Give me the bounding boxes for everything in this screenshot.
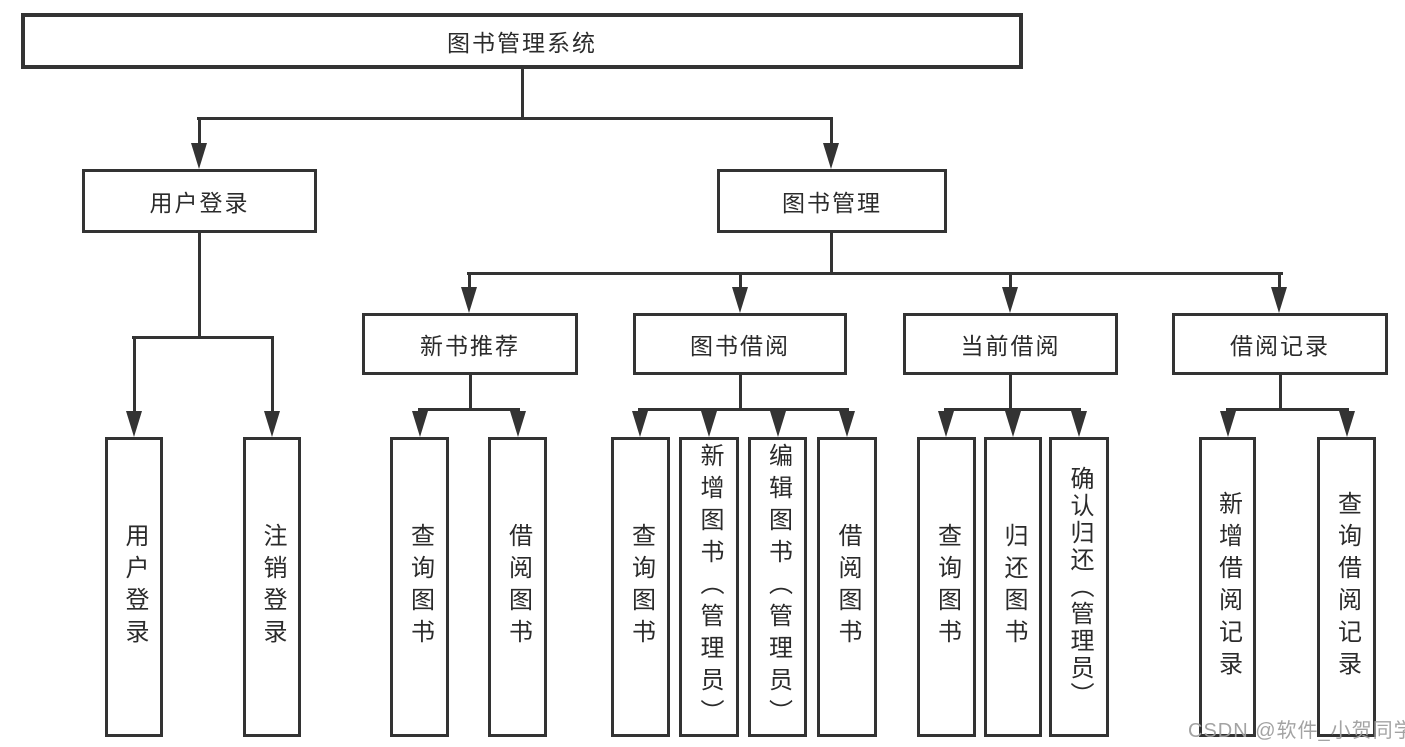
arrowhead-down-icon [1271, 287, 1287, 313]
leaf-query-borrow-record-label: 查询借阅记录 [1333, 491, 1361, 683]
leaf-confirm-return-admin: 确认归还（管理员） [1049, 437, 1109, 737]
connector-line-horizontal [418, 408, 520, 411]
node-library-management-system: 图书管理系统 [21, 13, 1023, 69]
leaf-query-book-current-label: 查询图书 [933, 523, 961, 651]
connector-line-vertical [1278, 272, 1281, 289]
node-user-login-label: 用户登录 [149, 190, 250, 216]
leaf-query-book-current: 查询图书 [917, 437, 976, 737]
node-book-management: 图书管理 [717, 169, 947, 233]
leaf-user-login-label: 用户登录 [121, 523, 148, 651]
leaf-add-borrow-record-label: 新增借阅记录 [1214, 491, 1242, 683]
connector-line-vertical [198, 233, 201, 336]
arrowhead-down-icon [264, 411, 280, 437]
connector-line-vertical [271, 336, 274, 412]
arrowhead-down-icon [1339, 411, 1355, 437]
arrowhead-down-icon [632, 411, 648, 437]
leaf-logout-label: 注销登录 [259, 523, 286, 651]
node-user-login: 用户登录 [82, 169, 317, 233]
leaf-logout: 注销登录 [243, 437, 301, 737]
leaf-return-book-label: 归还图书 [1000, 523, 1027, 651]
leaf-query-borrow-record: 查询借阅记录 [1317, 437, 1376, 737]
arrowhead-down-icon [461, 287, 477, 313]
connector-line-vertical [133, 336, 136, 412]
leaf-confirm-return-admin-label: 确认归还（管理员） [1066, 465, 1093, 709]
connector-line-horizontal [1226, 408, 1349, 411]
connector-line-vertical [521, 69, 524, 117]
connector-line-vertical [830, 117, 833, 145]
node-new-book-recommend: 新书推荐 [362, 313, 578, 375]
leaf-query-book-recommend-label: 查询图书 [406, 523, 434, 651]
arrowhead-down-icon [412, 411, 428, 437]
arrowhead-down-icon [1220, 411, 1236, 437]
connector-line-horizontal [197, 117, 833, 120]
connector-line-vertical [469, 375, 472, 409]
arrowhead-down-icon [732, 287, 748, 313]
node-new-book-recommend-label: 新书推荐 [420, 333, 520, 359]
connector-line-horizontal [944, 408, 1081, 411]
arrowhead-down-icon [770, 411, 786, 437]
arrowhead-down-icon [938, 411, 954, 437]
leaf-add-book-admin-label: 新增图书（管理员） [696, 443, 723, 731]
connector-line-vertical [739, 375, 742, 409]
node-borrow-records: 借阅记录 [1172, 313, 1388, 375]
leaf-return-book: 归还图书 [984, 437, 1042, 737]
connector-line-vertical [468, 272, 471, 289]
leaf-add-book-admin: 新增图书（管理员） [679, 437, 739, 737]
node-current-borrow-label: 当前借阅 [960, 333, 1061, 359]
connector-line-horizontal [132, 336, 274, 339]
node-borrow-records-label: 借阅记录 [1230, 333, 1330, 359]
leaf-user-login: 用户登录 [105, 437, 163, 737]
leaf-query-book-borrow: 查询图书 [611, 437, 670, 737]
leaf-borrow-book-recommend: 借阅图书 [488, 437, 547, 737]
arrowhead-down-icon [1002, 287, 1018, 313]
arrowhead-down-icon [823, 143, 839, 169]
leaf-borrow-book: 借阅图书 [817, 437, 877, 737]
node-library-management-system-label: 图书管理系统 [447, 30, 597, 56]
leaf-borrow-book-recommend-label: 借阅图书 [504, 523, 532, 651]
connector-line-horizontal [467, 272, 1283, 275]
csdn-watermark: CSDN @软件_小贺同学 [1188, 720, 1405, 742]
node-book-borrow-label: 图书借阅 [690, 333, 790, 359]
connector-line-vertical [739, 272, 742, 289]
arrowhead-down-icon [126, 411, 142, 437]
arrowhead-down-icon [510, 411, 526, 437]
leaf-borrow-book-label: 借阅图书 [834, 523, 861, 651]
connector-line-horizontal [638, 408, 849, 411]
leaf-query-book-recommend: 查询图书 [390, 437, 449, 737]
connector-line-vertical [1279, 375, 1282, 409]
leaf-edit-book-admin: 编辑图书（管理员） [748, 437, 807, 737]
arrowhead-down-icon [839, 411, 855, 437]
leaf-edit-book-admin-label: 编辑图书（管理员） [764, 443, 792, 731]
arrowhead-down-icon [1005, 411, 1021, 437]
arrowhead-down-icon [701, 411, 717, 437]
node-book-management-label: 图书管理 [782, 190, 882, 216]
connector-line-vertical [1009, 375, 1012, 409]
leaf-add-borrow-record: 新增借阅记录 [1199, 437, 1256, 737]
arrowhead-down-icon [191, 143, 207, 169]
node-current-borrow: 当前借阅 [903, 313, 1118, 375]
leaf-query-book-borrow-label: 查询图书 [627, 523, 655, 651]
connector-line-vertical [830, 233, 833, 274]
arrowhead-down-icon [1071, 411, 1087, 437]
connector-line-vertical [198, 117, 201, 145]
connector-line-vertical [1009, 272, 1012, 289]
node-book-borrow: 图书借阅 [633, 313, 847, 375]
